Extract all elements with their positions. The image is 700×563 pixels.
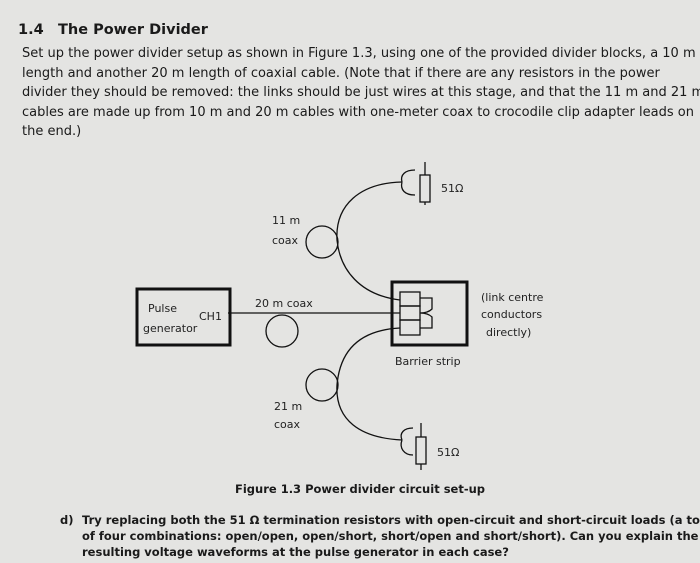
barrier-strip-label: Barrier strip xyxy=(395,355,461,368)
coax-11m-label: coax xyxy=(272,234,299,247)
coax-11m-coil xyxy=(305,225,339,259)
section-title: 1.4 The Power Divider xyxy=(18,22,208,38)
paragraph-line: Set up the power divider setup as shown … xyxy=(22,46,696,61)
barrier-strip-box xyxy=(390,280,469,347)
paragraph-line: length and another 20 m length of coaxia… xyxy=(22,65,660,81)
question-line: resulting voltage waveforms at the pulse… xyxy=(82,545,509,559)
coax-20m-coil xyxy=(265,314,299,348)
resistor-top xyxy=(400,162,431,205)
link-note-line: (link centre xyxy=(481,291,544,304)
resistor-bottom xyxy=(400,423,427,470)
question-line: of four combinations: open/open, open/sh… xyxy=(82,529,699,543)
resistor-top-label: 51Ω xyxy=(441,182,463,195)
question-label: d) xyxy=(60,513,74,527)
section-title-text: The Power Divider xyxy=(58,22,208,38)
paragraph-line: cables are made up from 10 m and 20 m ca… xyxy=(22,104,694,120)
link-wire xyxy=(419,297,433,329)
link-note-line: directly) xyxy=(486,326,531,339)
figure-caption: Figure 1.3 Power divider circuit set-up xyxy=(235,482,486,496)
coax-20m-label: 20 m coax xyxy=(255,297,313,310)
question-line: Try replacing both the 51 Ω termination … xyxy=(82,513,700,527)
paragraph-line: divider they should be removed: the link… xyxy=(22,85,700,100)
barrier-terminal xyxy=(399,319,421,336)
paragraph-line: the end.) xyxy=(22,124,82,139)
question-d: d) Try replacing both the 51 Ω terminati… xyxy=(60,512,700,560)
coax-21m-label: coax xyxy=(274,418,301,431)
coax-21m-label: 21 m xyxy=(274,400,302,413)
instructions-paragraph: Set up the power divider setup as shown … xyxy=(22,44,700,142)
barrier-terminal xyxy=(399,291,421,307)
pulse-generator-label: generator xyxy=(143,322,198,335)
coax-21m-cable xyxy=(336,327,403,441)
coax-11m-label: 11 m xyxy=(272,214,300,227)
pulse-generator-box xyxy=(135,287,232,347)
ch1-label: CH1 xyxy=(199,310,222,323)
barrier-terminal xyxy=(399,305,421,321)
coax-21m-coil xyxy=(305,368,339,402)
section-number: 1.4 xyxy=(18,22,44,38)
pulse-generator-label: Pulse xyxy=(148,302,177,315)
coax-11m-cable xyxy=(336,181,403,301)
link-note-line: conductors xyxy=(481,308,542,321)
resistor-bottom-label: 51Ω xyxy=(437,446,459,459)
